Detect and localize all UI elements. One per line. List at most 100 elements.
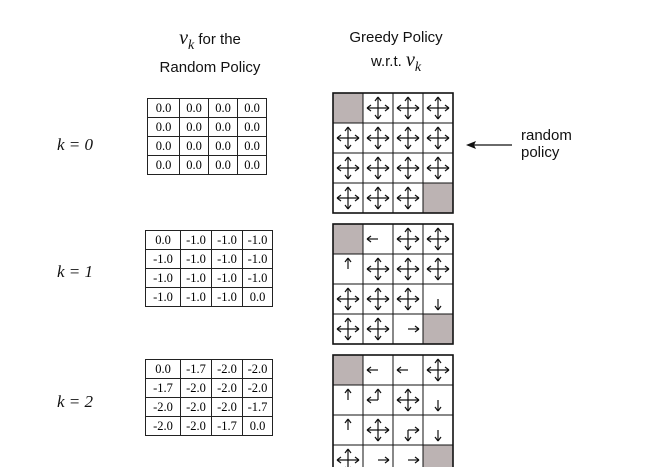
policy-arrow-icon xyxy=(366,388,382,404)
policy-cell xyxy=(332,182,364,214)
value-cell: 0.0 xyxy=(147,155,180,175)
policy-arrow-icon xyxy=(404,426,420,442)
policy-cell xyxy=(392,152,424,184)
policy-arrow-icon xyxy=(434,430,442,442)
policy-grid-border xyxy=(332,223,454,345)
greedy-value-symbol: vk xyxy=(405,49,422,75)
policy-arrow-icon xyxy=(366,257,390,281)
policy-cell xyxy=(362,253,394,285)
policy-arrow-icon xyxy=(426,358,450,382)
policy-cell xyxy=(362,122,394,154)
policy-arrow-icon xyxy=(366,186,390,210)
policy-arrow-icon xyxy=(408,325,420,333)
policy-arrow-icon xyxy=(434,400,442,412)
policy-cell xyxy=(422,354,454,386)
policy-grid-k1 xyxy=(332,223,454,345)
policy-cell xyxy=(392,92,424,124)
policy-arrow-icon xyxy=(366,287,390,311)
terminal-cell xyxy=(422,444,454,467)
value-cell: 0.0 xyxy=(237,98,267,118)
policy-arrow-icon xyxy=(396,156,420,180)
policy-grid-border xyxy=(332,92,454,214)
value-grid-row: -1.7-2.0-2.0-2.0 xyxy=(145,378,273,398)
policy-grid-k0 xyxy=(332,92,454,214)
policy-cell xyxy=(392,253,424,285)
policy-cell xyxy=(362,152,394,184)
policy-cell xyxy=(422,283,454,315)
policy-arrow-icon xyxy=(426,156,450,180)
value-grid-row: -2.0-2.0-2.0-1.7 xyxy=(145,397,273,417)
policy-cell xyxy=(332,152,364,184)
policy-arrow-icon xyxy=(426,257,450,281)
policy-arrow-icon xyxy=(396,227,420,251)
policy-arrow-icon xyxy=(408,456,420,464)
value-grid-row: 0.0-1.0-1.0-1.0 xyxy=(145,230,273,250)
value-cell: -1.7 xyxy=(211,416,243,436)
policy-cell xyxy=(362,354,394,386)
terminal-cell xyxy=(332,92,364,124)
policy-arrow-icon xyxy=(366,317,390,341)
policy-grid-border xyxy=(332,354,454,467)
value-cell: 0.0 xyxy=(208,117,238,137)
value-cell: 0.0 xyxy=(242,416,273,436)
policy-cell xyxy=(392,313,424,345)
policy-cell xyxy=(422,92,454,124)
policy-cell xyxy=(362,283,394,315)
value-grid-k2: 0.0-1.7-2.0-2.0-1.7-2.0-2.0-2.0-2.0-2.0-… xyxy=(145,359,273,436)
policy-arrow-icon xyxy=(344,418,352,430)
policy-cell xyxy=(392,122,424,154)
value-cell: 0.0 xyxy=(179,136,209,156)
policy-arrow-icon xyxy=(336,287,360,311)
policy-cell xyxy=(422,152,454,184)
policy-arrow-icon xyxy=(336,317,360,341)
policy-cell xyxy=(392,444,424,467)
value-cell: -2.0 xyxy=(242,359,273,379)
policy-cell xyxy=(422,253,454,285)
random-policy-annotation: random policy xyxy=(521,127,572,161)
policy-cell xyxy=(422,414,454,446)
policy-cell xyxy=(422,223,454,255)
policy-cell xyxy=(392,414,424,446)
policy-cell xyxy=(332,414,364,446)
k-label-0: k = 0 xyxy=(57,135,94,154)
policy-cell xyxy=(362,384,394,416)
policy-cell xyxy=(422,384,454,416)
policy-arrow-icon xyxy=(366,126,390,150)
value-column-subtitle: Random Policy xyxy=(159,59,261,76)
value-symbol: vk xyxy=(179,27,195,53)
policy-arrow-icon xyxy=(336,186,360,210)
policy-arrow-icon xyxy=(344,388,352,400)
policy-arrow-icon xyxy=(336,448,360,467)
policy-cell xyxy=(362,313,394,345)
policy-cell xyxy=(422,122,454,154)
greedy-column-title: Greedy Policy xyxy=(349,29,443,46)
policy-cell xyxy=(392,283,424,315)
value-cell: -1.7 xyxy=(180,359,212,379)
policy-cell xyxy=(332,313,364,345)
value-cell: -2.0 xyxy=(180,416,212,436)
value-cell: 0.0 xyxy=(179,117,209,137)
policy-cell xyxy=(362,444,394,467)
value-cell: -1.0 xyxy=(145,287,181,307)
value-cell: -1.0 xyxy=(242,230,273,250)
value-grid-row: 0.0-1.7-2.0-2.0 xyxy=(145,359,273,379)
policy-arrow-icon xyxy=(396,287,420,311)
policy-arrow-icon xyxy=(426,126,450,150)
policy-arrow-icon xyxy=(396,126,420,150)
policy-cell xyxy=(392,182,424,214)
value-cell: 0.0 xyxy=(179,155,209,175)
value-cell: -1.0 xyxy=(242,249,273,269)
k-label-1: k = 1 xyxy=(57,262,94,281)
value-grid-k1: 0.0-1.0-1.0-1.0-1.0-1.0-1.0-1.0-1.0-1.0-… xyxy=(145,230,273,307)
policy-arrow-icon xyxy=(366,418,390,442)
policy-cell xyxy=(332,444,364,467)
policy-cell xyxy=(362,92,394,124)
terminal-cell xyxy=(332,223,364,255)
k-label-2: k = 2 xyxy=(57,392,94,411)
terminal-cell xyxy=(422,182,454,214)
